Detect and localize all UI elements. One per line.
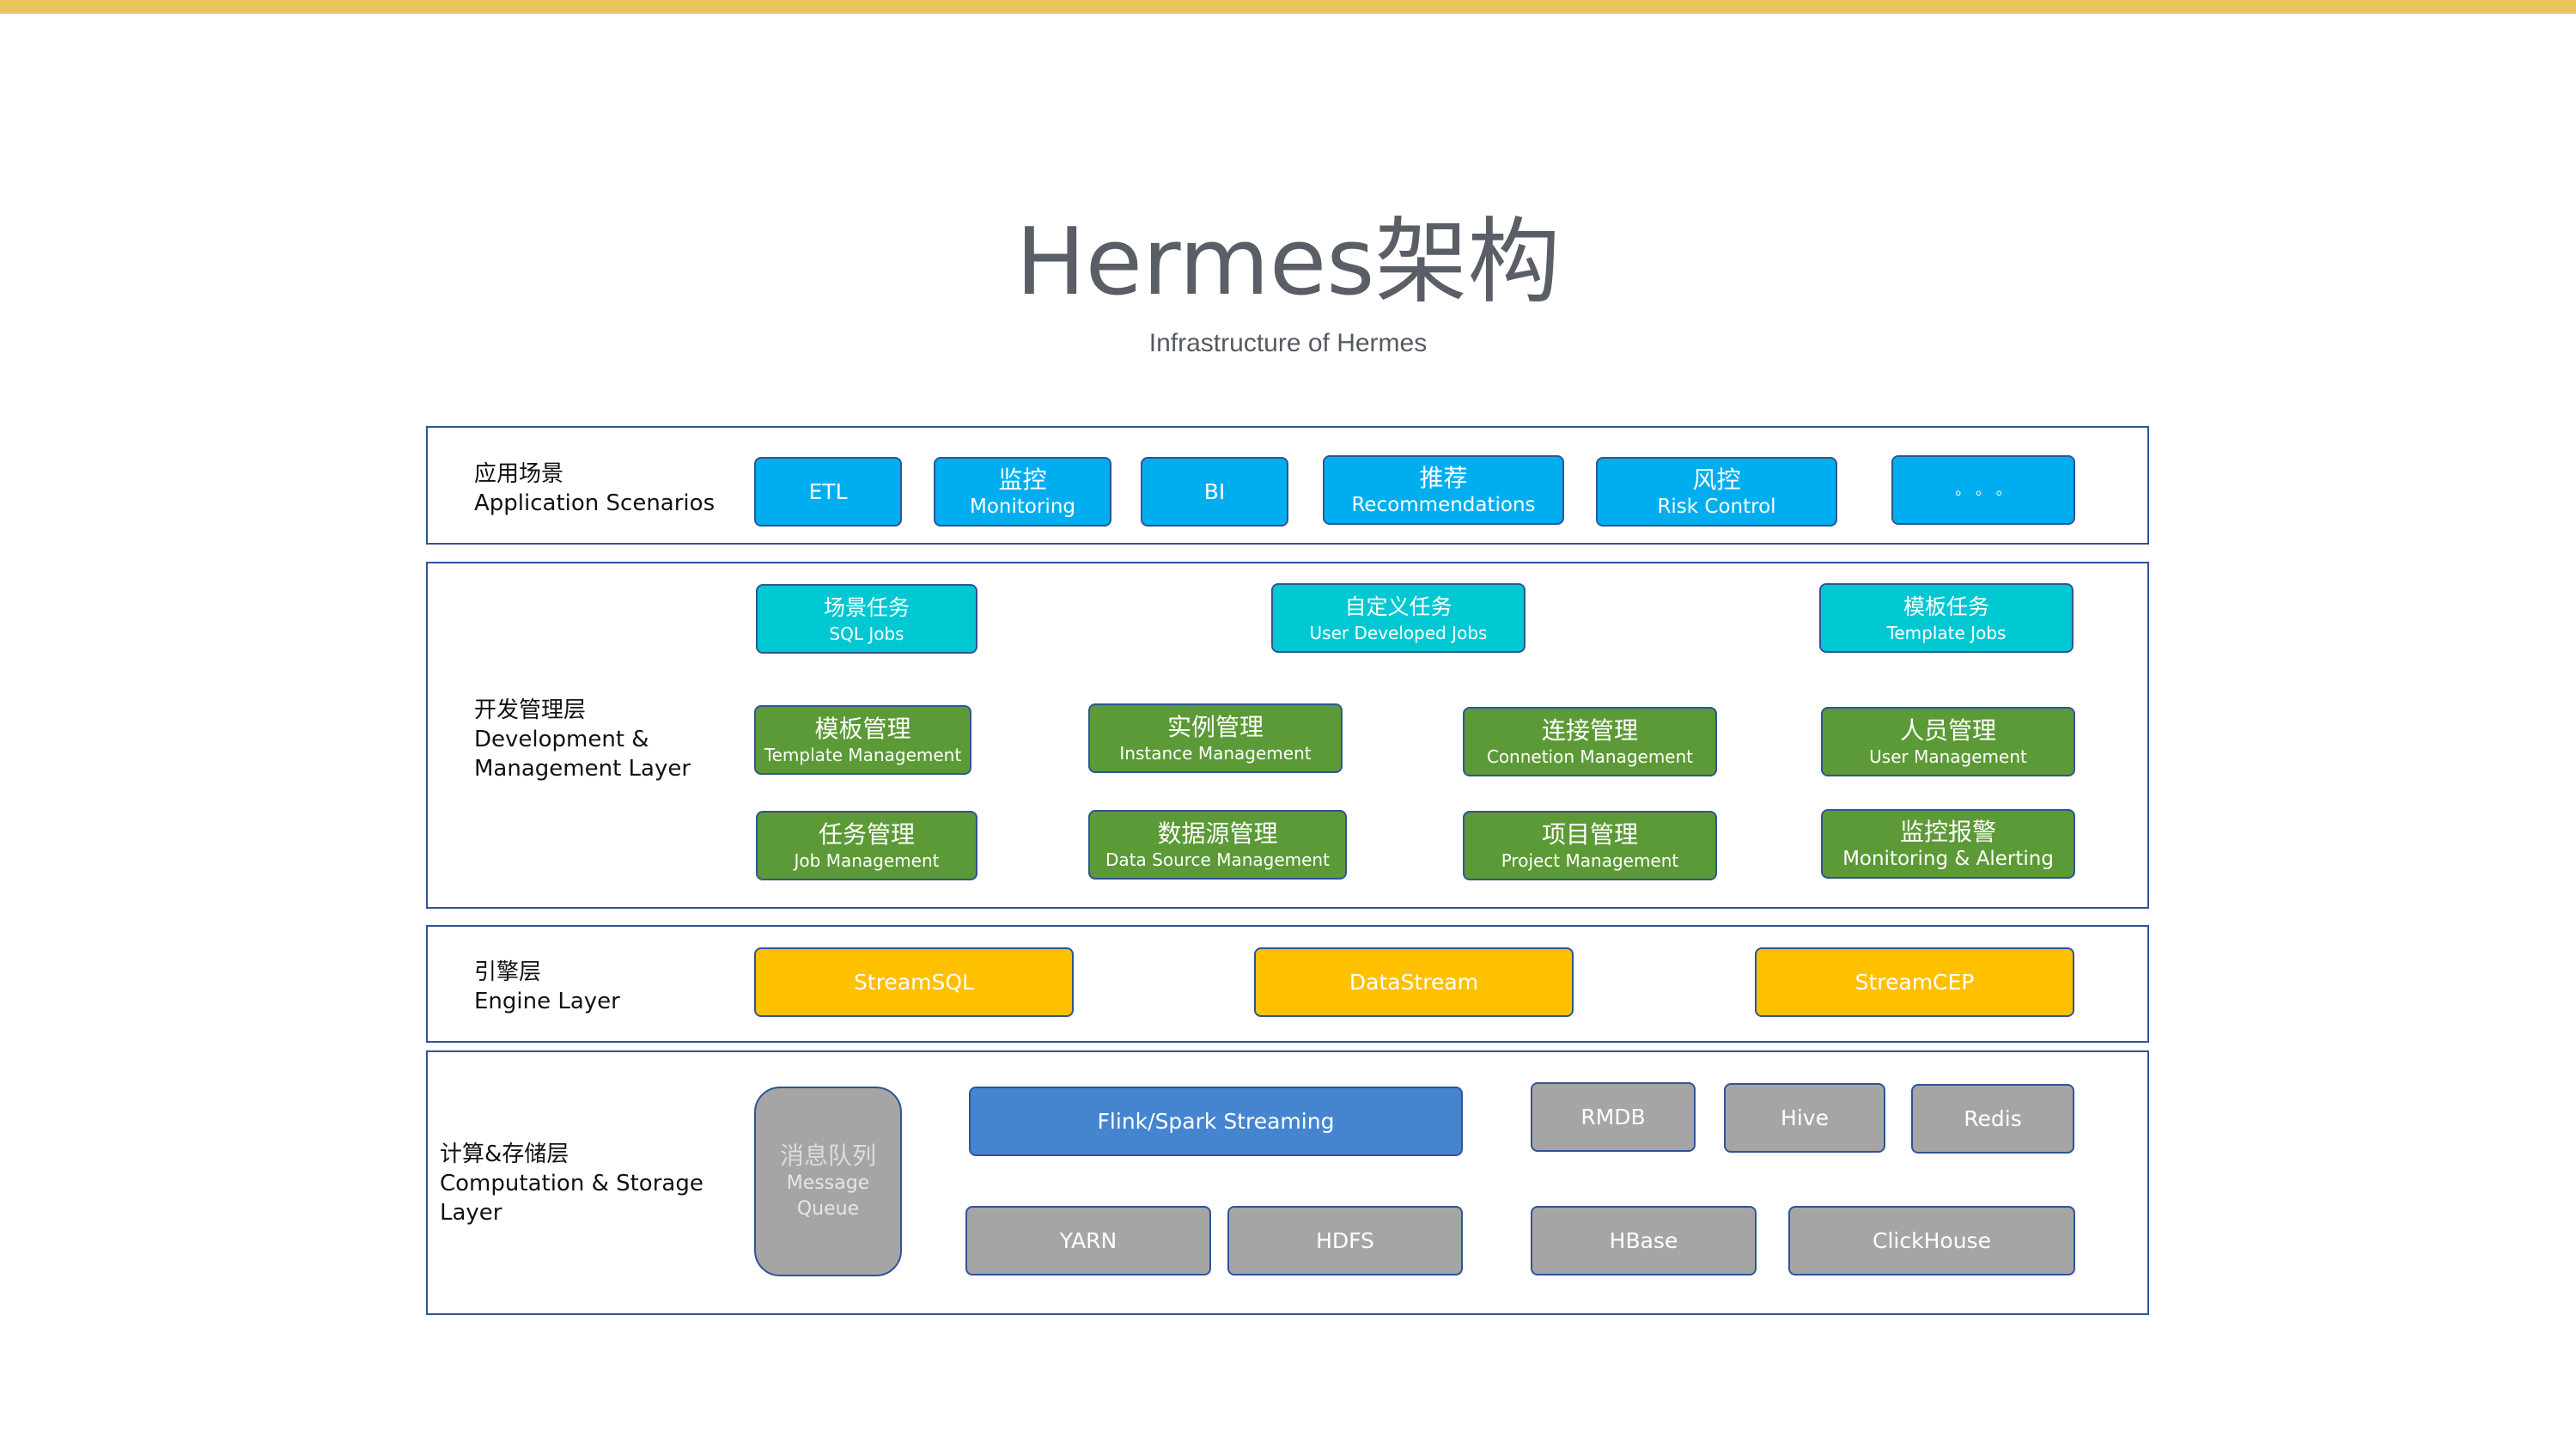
monitoring-box: 监控 Monitoring bbox=[934, 457, 1111, 527]
application-layer-label: 应用场景 Application Scenarios bbox=[474, 460, 715, 518]
template-jobs-label-en: Template Jobs bbox=[1886, 622, 2007, 643]
job-management-label-zh: 任务管理 bbox=[818, 819, 915, 849]
top-accent-bar bbox=[0, 0, 2576, 14]
hbase-label: HBase bbox=[1609, 1227, 1678, 1253]
application-layer-label-zh: 应用场景 bbox=[474, 461, 564, 487]
rmdb-label: RMDB bbox=[1580, 1104, 1646, 1129]
engine-layer-label-zh: 引擎层 bbox=[474, 959, 542, 985]
streamsql-box: StreamSQL bbox=[754, 947, 1074, 1017]
connection-management-label-en: Connetion Management bbox=[1486, 746, 1694, 767]
template-jobs-box: 模板任务 Template Jobs bbox=[1819, 583, 2074, 653]
clickhouse-label: ClickHouse bbox=[1873, 1227, 1991, 1253]
recommendations-label-en: Recommendations bbox=[1351, 493, 1536, 516]
message-queue-box: 消息队列 Message Queue bbox=[754, 1087, 902, 1276]
connection-management-label-zh: 连接管理 bbox=[1541, 715, 1638, 745]
hive-label: Hive bbox=[1781, 1105, 1829, 1130]
bi-box: BI bbox=[1141, 457, 1288, 527]
development-layer-label: 开发管理层 Development & Management Layer bbox=[474, 696, 691, 783]
redis-label: Redis bbox=[1964, 1105, 2022, 1131]
template-management-label-en: Template Management bbox=[764, 744, 962, 765]
job-management-label-en: Job Management bbox=[794, 849, 940, 871]
risk-control-box: 风控 Risk Control bbox=[1596, 457, 1837, 527]
user-management-label-en: User Management bbox=[1869, 746, 2027, 767]
redis-box: Redis bbox=[1911, 1084, 2074, 1154]
sql-jobs-label-en: SQL Jobs bbox=[829, 623, 904, 644]
yarn-box: YARN bbox=[965, 1206, 1211, 1275]
development-layer-label-en-2: Management Layer bbox=[474, 756, 691, 782]
project-management-label-en: Project Management bbox=[1501, 849, 1679, 871]
datastream-box: DataStream bbox=[1254, 947, 1574, 1017]
etl-box: ETL bbox=[754, 457, 902, 527]
data-source-management-label-zh: 数据源管理 bbox=[1157, 819, 1278, 848]
datastream-label: DataStream bbox=[1349, 969, 1479, 995]
risk-control-label-en: Risk Control bbox=[1657, 495, 1776, 518]
more-scenarios-label: 。 。 。 bbox=[1955, 480, 2012, 499]
hive-box: Hive bbox=[1724, 1083, 1885, 1153]
message-queue-label-en-1: Message bbox=[786, 1172, 870, 1194]
project-management-label-zh: 项目管理 bbox=[1541, 819, 1638, 849]
engine-layer-label-en: Engine Layer bbox=[474, 989, 620, 1014]
sql-jobs-label-zh: 场景任务 bbox=[823, 594, 910, 620]
clickhouse-box: ClickHouse bbox=[1788, 1206, 2075, 1275]
user-developed-jobs-label-en: User Developed Jobs bbox=[1309, 622, 1488, 643]
data-source-management-label-en: Data Source Management bbox=[1105, 849, 1330, 870]
user-developed-jobs-box: 自定义任务 User Developed Jobs bbox=[1271, 583, 1526, 653]
monitoring-alerting-label-zh: 监控报警 bbox=[1899, 817, 1996, 846]
computation-storage-layer-label-en-2: Layer bbox=[440, 1200, 502, 1226]
template-jobs-label-zh: 模板任务 bbox=[1903, 594, 1989, 619]
page-subtitle: Infrastructure of Hermes bbox=[1148, 329, 1428, 357]
rmdb-box: RMDB bbox=[1531, 1082, 1696, 1152]
message-queue-label-zh: 消息队列 bbox=[779, 1141, 876, 1170]
data-source-management-box: 数据源管理 Data Source Management bbox=[1088, 810, 1347, 880]
yarn-label: YARN bbox=[1059, 1227, 1117, 1253]
development-layer-label-zh: 开发管理层 bbox=[474, 697, 587, 723]
template-management-label-zh: 模板管理 bbox=[814, 714, 911, 743]
user-developed-jobs-label-zh: 自定义任务 bbox=[1344, 594, 1452, 619]
monitoring-label-en: Monitoring bbox=[970, 495, 1075, 518]
monitoring-alerting-label-en: Monitoring & Alerting bbox=[1842, 847, 2054, 870]
streamcep-label: StreamCEP bbox=[1854, 969, 1975, 995]
development-layer-label-en-1: Development & bbox=[474, 727, 649, 752]
user-management-label-zh: 人员管理 bbox=[1899, 715, 1996, 745]
message-queue-label-en-2: Queue bbox=[796, 1197, 860, 1220]
etl-label: ETL bbox=[808, 478, 848, 504]
recommendations-box: 推荐 Recommendations bbox=[1323, 455, 1564, 525]
application-layer-label-en: Application Scenarios bbox=[474, 490, 716, 516]
job-management-box: 任务管理 Job Management bbox=[756, 811, 977, 880]
project-management-box: 项目管理 Project Management bbox=[1463, 811, 1717, 880]
flink-spark-streaming-label: Flink/Spark Streaming bbox=[1097, 1108, 1335, 1134]
computation-storage-layer-label-zh: 计算&存储层 bbox=[440, 1142, 569, 1167]
computation-storage-layer-label-en-1: Computation & Storage bbox=[440, 1171, 703, 1196]
monitoring-label-zh: 监控 bbox=[998, 465, 1047, 494]
streamsql-label: StreamSQL bbox=[854, 969, 974, 995]
instance-management-label-zh: 实例管理 bbox=[1166, 712, 1264, 741]
instance-management-box: 实例管理 Instance Management bbox=[1088, 703, 1343, 773]
engine-layer-label: 引擎层 Engine Layer bbox=[474, 958, 620, 1016]
monitoring-alerting-box: 监控报警 Monitoring & Alerting bbox=[1821, 809, 2075, 879]
bi-label: BI bbox=[1203, 478, 1226, 504]
hdfs-label: HDFS bbox=[1316, 1227, 1374, 1253]
instance-management-label-en: Instance Management bbox=[1119, 742, 1312, 764]
sql-jobs-box: 场景任务 SQL Jobs bbox=[756, 584, 977, 654]
computation-storage-layer-label: 计算&存储层 Computation & Storage Layer bbox=[440, 1140, 703, 1227]
risk-control-label-zh: 风控 bbox=[1692, 465, 1741, 494]
flink-spark-streaming-box: Flink/Spark Streaming bbox=[969, 1087, 1463, 1156]
hbase-box: HBase bbox=[1531, 1206, 1757, 1275]
page-title: Hermes架构 bbox=[1015, 209, 1561, 316]
hdfs-box: HDFS bbox=[1227, 1206, 1463, 1275]
connection-management-box: 连接管理 Connetion Management bbox=[1463, 707, 1717, 776]
user-management-box: 人员管理 User Management bbox=[1821, 707, 2075, 776]
template-management-box: 模板管理 Template Management bbox=[754, 705, 971, 775]
more-scenarios-box: 。 。 。 bbox=[1891, 455, 2075, 525]
streamcep-box: StreamCEP bbox=[1755, 947, 2074, 1017]
recommendations-label-zh: 推荐 bbox=[1419, 463, 1468, 492]
